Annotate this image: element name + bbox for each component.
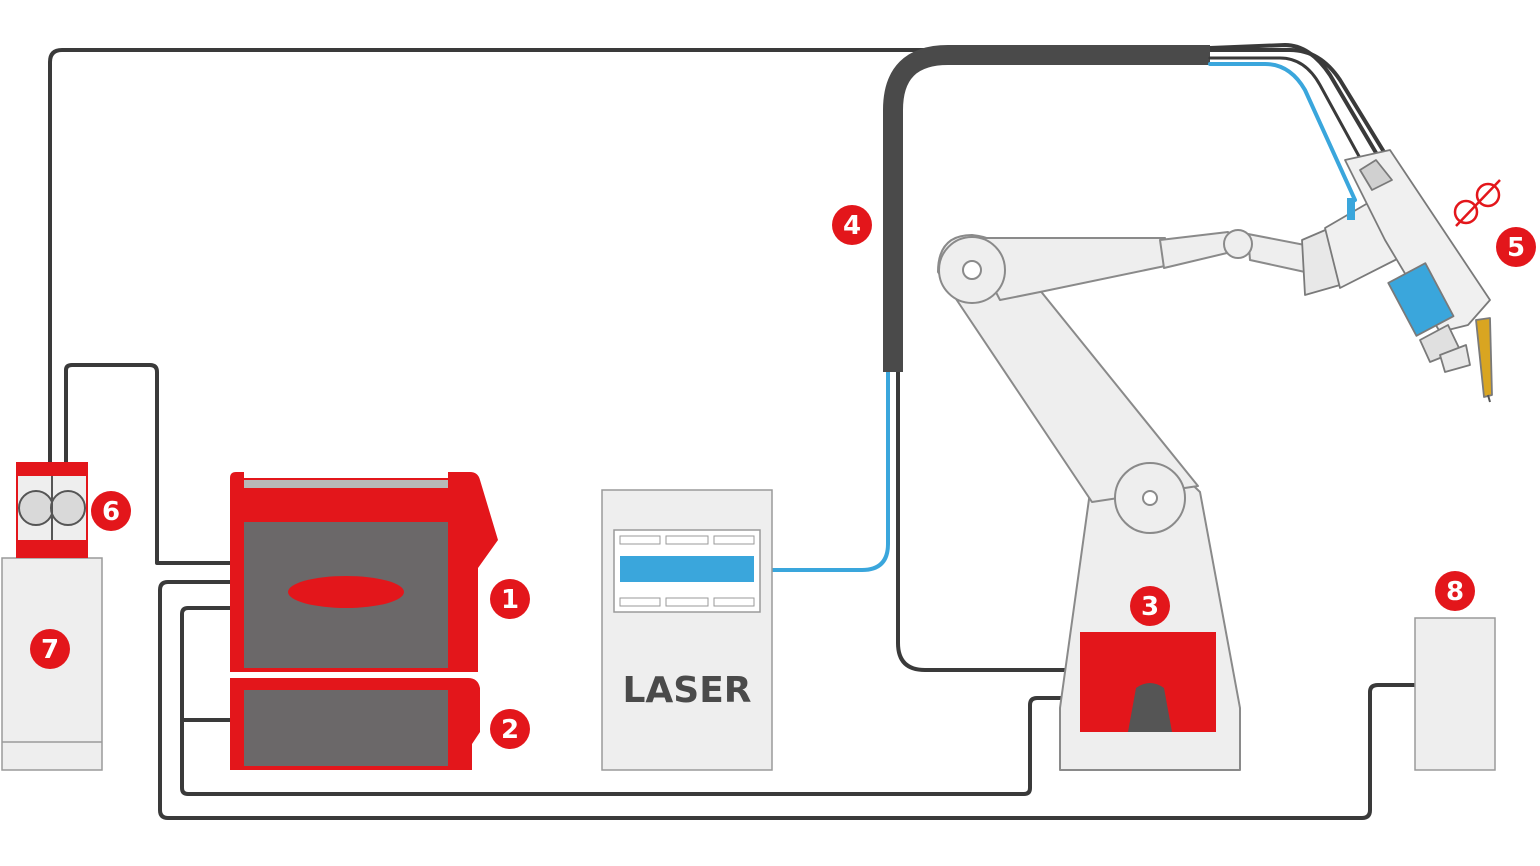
badge-6: 6 <box>91 491 131 531</box>
laser-display-bar <box>620 556 754 582</box>
badge-2: 2 <box>490 709 530 749</box>
cable-inner-loop <box>180 606 1082 796</box>
svg-text:3: 3 <box>1141 592 1159 622</box>
svg-text:5: 5 <box>1507 233 1525 263</box>
cable-controller-hose <box>896 370 1082 672</box>
power-source <box>230 472 498 672</box>
cable-top-loop <box>48 48 1397 464</box>
badge-7: 7 <box>30 629 70 669</box>
wire-feeder <box>16 462 88 558</box>
cooling-unit <box>230 678 480 770</box>
svg-text:4: 4 <box>843 211 861 241</box>
svg-text:8: 8 <box>1446 577 1464 607</box>
svg-text:6: 6 <box>102 497 120 527</box>
badge-8: 8 <box>1435 571 1475 611</box>
fiber-to-head <box>1208 62 1357 202</box>
cable-feeder-to-power <box>64 363 232 565</box>
badge-3: 3 <box>1130 586 1170 626</box>
robot-joint-wrist <box>1223 229 1253 259</box>
svg-text:1: 1 <box>501 585 519 615</box>
badge-4: 4 <box>832 205 872 245</box>
cable-to-head <box>1208 56 1374 182</box>
cable-top-loop-2 <box>1208 43 1387 170</box>
robot-controller <box>1080 632 1216 732</box>
feed-roll-right <box>50 490 86 526</box>
laser-unit: LASER <box>601 489 773 771</box>
svg-text:7: 7 <box>41 635 59 665</box>
unit-8 <box>1414 617 1496 771</box>
hose-package <box>883 45 1210 372</box>
welding-torch <box>1475 317 1493 398</box>
badge-1: 1 <box>490 579 530 619</box>
percent-icon <box>1453 179 1501 227</box>
laser-hybrid-head <box>1301 149 1493 403</box>
badge-5: 5 <box>1496 227 1536 267</box>
fiber-laser-to-robot <box>770 370 890 572</box>
head-blue-module <box>1387 262 1455 337</box>
cables <box>48 43 1417 820</box>
svg-text:2: 2 <box>501 715 519 745</box>
power-source-display <box>288 576 404 608</box>
cable-bottom-loop <box>158 580 1417 820</box>
feed-roll-left <box>18 490 54 526</box>
laser-label: LASER <box>622 670 751 711</box>
